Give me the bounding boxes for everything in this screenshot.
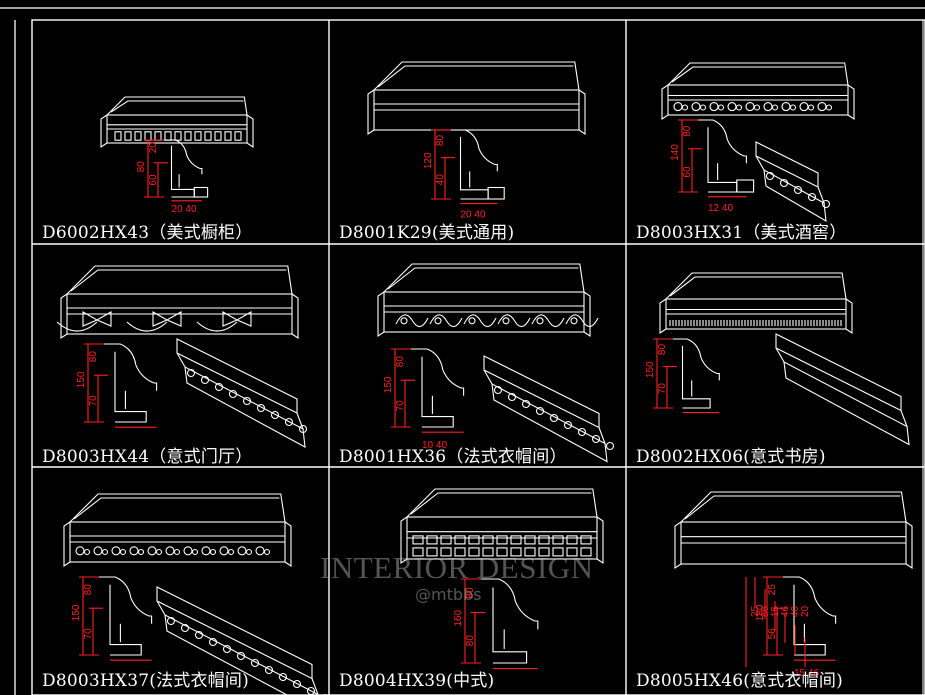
- dimension-label: 15: [770, 605, 781, 617]
- dimension-label: 70: [83, 628, 94, 640]
- moulding-section: [449, 129, 505, 200]
- dimension-label: 25: [767, 584, 778, 596]
- cell-label-d8001k29: D8001K29(美式通用): [339, 223, 515, 243]
- dimension-label: 80: [657, 344, 668, 356]
- dimension-label: 150: [383, 376, 394, 393]
- moulding-perspective: [659, 272, 853, 335]
- dimension-label: 80: [682, 125, 693, 137]
- dimension-label: 80: [465, 587, 476, 599]
- dimension-label: 40: [435, 174, 446, 186]
- dimension-label: 56: [760, 605, 771, 617]
- watermark-title: INTERIOR DESIGN: [320, 550, 594, 585]
- dimension-label: 140: [670, 144, 681, 161]
- moulding-section: [162, 139, 209, 198]
- cell-label-d8001hx36: D8001HX36（法式衣帽间）: [339, 447, 567, 467]
- moulding-perspective: [56, 265, 299, 340]
- dimension-label: 25: [750, 605, 761, 617]
- moulding-section: [409, 348, 465, 428]
- cell-label-d8002hx06: D8002HX06(意式书房): [636, 447, 826, 467]
- dimension-label: 15 46: [794, 668, 819, 679]
- dimension-label: 10 40: [422, 440, 447, 451]
- moulding-oblique: [176, 338, 308, 448]
- dimension-label: 60: [682, 166, 693, 178]
- dimension-label: 70: [657, 383, 668, 395]
- dimension-label: 180: [755, 604, 766, 621]
- moulding-perspective: [377, 263, 599, 338]
- moulding-perspective: [674, 491, 913, 570]
- dimension-label: 80: [435, 135, 446, 147]
- moulding-oblique: [755, 141, 831, 223]
- moulding-perspective: [63, 493, 292, 568]
- dimension-label: 46: [780, 605, 791, 617]
- moulding-perspective: [400, 488, 604, 565]
- dimension-label: 56: [767, 628, 778, 640]
- moulding-section: [479, 578, 539, 664]
- moulding-section: [102, 343, 158, 423]
- watermark-handle: @mtbbs: [415, 585, 482, 604]
- moulding-perspective: [661, 62, 855, 121]
- dimension-label: 70: [395, 400, 406, 412]
- dimension-label: 20: [148, 142, 159, 154]
- dimension-label: 80: [83, 584, 94, 596]
- moulding-section: [671, 338, 720, 409]
- cell-label-d6002hx43: D6002HX43（美式橱柜）: [42, 223, 253, 243]
- dimension-label: 20 40: [461, 209, 486, 220]
- dimension-label: 20: [800, 605, 811, 617]
- dimension-label: 150: [76, 371, 87, 388]
- moulding-perspective: [100, 96, 254, 149]
- moulding-perspective: [367, 61, 586, 136]
- dimension-label: 70: [88, 395, 99, 407]
- moulding-oblique: [775, 333, 910, 446]
- cell-label-d8003hx44: D8003HX44（意式门厅）: [42, 447, 253, 467]
- cell-label-d8005hx46: D8005HX46(意式衣帽间): [636, 671, 843, 691]
- dimension-label: 120: [423, 152, 434, 169]
- cell-label-d8004hx39: D8004HX39(中式): [339, 671, 495, 691]
- cell-label-d8003hx31: D8003HX31（美式酒窖）: [636, 223, 847, 243]
- dimension-label: 80: [395, 356, 406, 368]
- dimension-label: 20 40: [172, 204, 197, 215]
- table-frame: [31, 19, 925, 695]
- dimension-label: 12 40: [708, 203, 733, 214]
- dimension-label: 160: [453, 609, 464, 626]
- cell-label-d8003hx37: D8003HX37(法式衣帽间): [42, 671, 249, 691]
- dimension-label: 80: [88, 351, 99, 363]
- moulding-oblique: [483, 355, 615, 463]
- dimension-label: 80: [136, 161, 147, 173]
- dimension-label: 40: [790, 605, 801, 617]
- dimension-label: 80: [465, 635, 476, 647]
- moulding-section: [97, 576, 153, 656]
- dimension-label: 150: [71, 604, 82, 621]
- dimension-label: 150: [645, 361, 656, 378]
- moulding-section: [696, 119, 755, 193]
- dimension-label: 60: [148, 174, 159, 186]
- moulding-section: [781, 576, 837, 656]
